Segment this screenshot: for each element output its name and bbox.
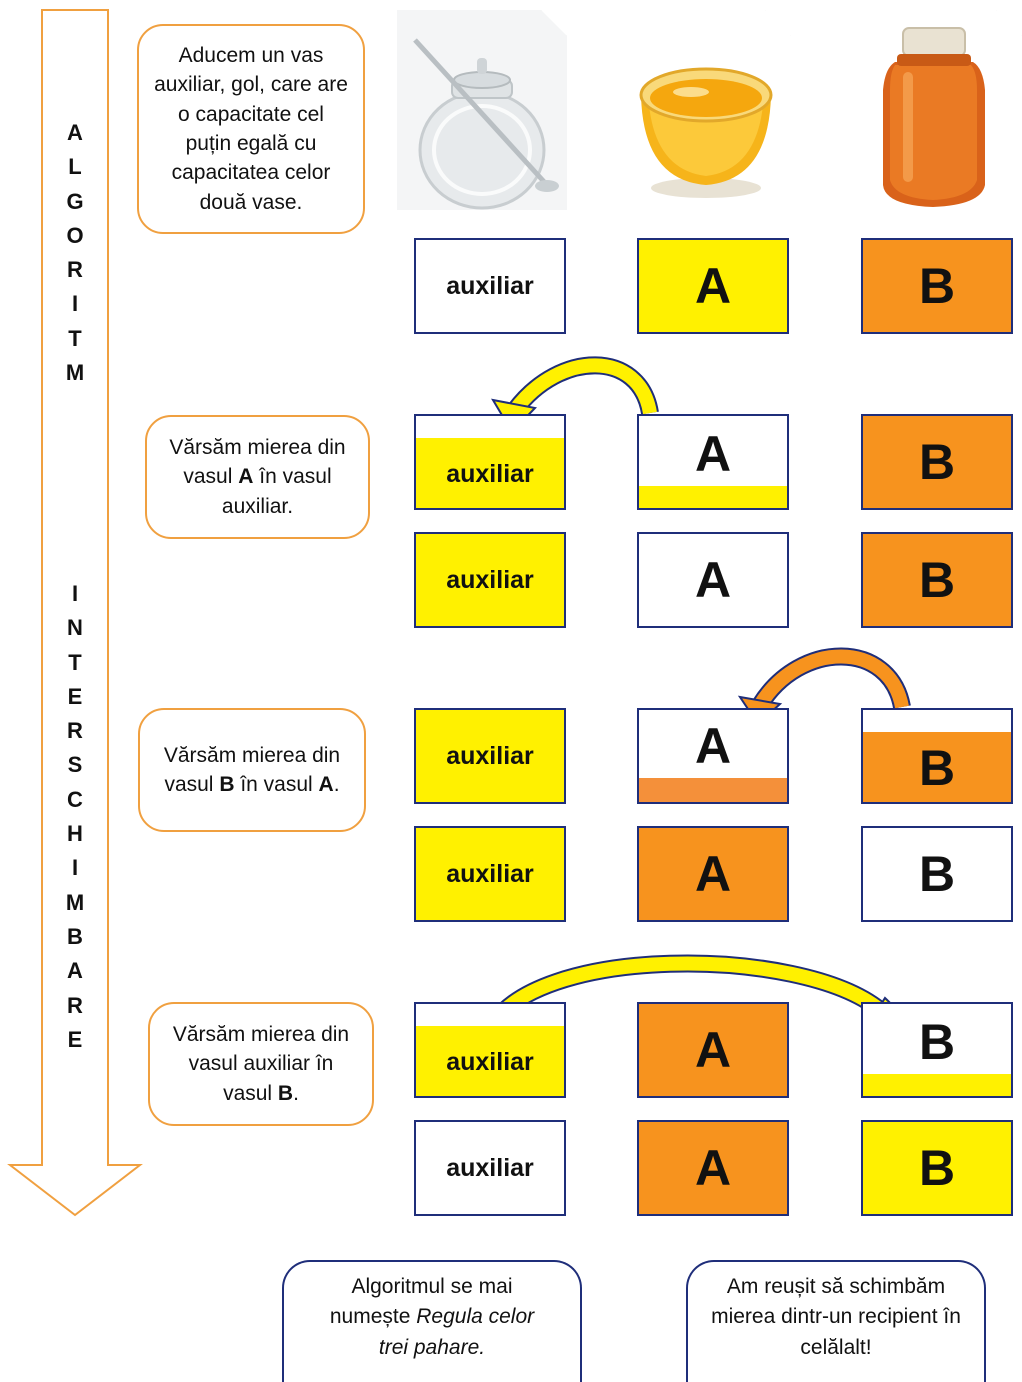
vertical-letter: H (67, 821, 83, 847)
vertical-letter: I (71, 855, 79, 881)
vertical-letter: R (67, 257, 83, 283)
vertical-letter: E (67, 1026, 83, 1052)
footer-note-rule: Algoritmul se mai numește Regula celor t… (282, 1260, 582, 1382)
vessel-b-row2: B (861, 414, 1013, 510)
vessel-aux-label: auxiliar (446, 859, 534, 888)
vessel-a-row1: A (637, 238, 789, 334)
vessel-aux-label: auxiliar (446, 459, 534, 488)
vertical-letter: R (67, 718, 83, 744)
vessel-aux-row6: auxiliar (414, 1002, 566, 1098)
vessel-b-row6: B (861, 1002, 1013, 1098)
vertical-letter: O (66, 222, 84, 248)
vessel-a-label: A (694, 718, 732, 774)
vessel-aux-row7: auxiliar (414, 1120, 566, 1216)
footer-note-success-text: Am reușit să schimbăm mierea dintr-un re… (711, 1275, 961, 1359)
step-bubble-intro: Aducem un vas auxiliar, gol, care are o … (137, 24, 365, 234)
vessel-a-row2: A (637, 414, 789, 510)
vessel-aux-label: auxiliar (446, 271, 534, 300)
vessel-aux-row5: auxiliar (414, 826, 566, 922)
vertical-letter: A (67, 120, 83, 145)
algorithm-down-arrow (7, 9, 143, 1217)
empty-glass-jar-photo (397, 10, 567, 210)
vessel-aux-label: auxiliar (446, 741, 534, 770)
vessel-b-label: B (918, 740, 956, 796)
step-bubble-intro-text: Aducem un vas auxiliar, gol, care are o … (154, 43, 348, 214)
vessel-b-row1: B (861, 238, 1013, 334)
vertical-letter: I (71, 581, 79, 606)
vessel-a-label: A (694, 258, 732, 314)
vertical-letter: R (67, 992, 83, 1018)
vessel-b-label: B (918, 434, 956, 490)
vessel-aux-label: auxiliar (446, 1047, 534, 1076)
vessel-a-row5: A (637, 826, 789, 922)
vertical-letter: S (67, 752, 83, 778)
vessel-a-label: A (694, 552, 732, 608)
vessel-a-label: A (694, 1022, 732, 1078)
vessel-b-row7: B (861, 1120, 1013, 1216)
vessel-aux-row1: auxiliar (414, 238, 566, 334)
step-bubble-3: Vărsăm mierea din vasul auxiliar în vasu… (148, 1002, 374, 1126)
vessel-a-label: A (694, 846, 732, 902)
vessel-aux-label: auxiliar (446, 565, 534, 594)
vessel-b-row3: B (861, 532, 1013, 628)
vertical-letter: M (65, 360, 85, 386)
step-bubble-3-text: Vărsăm mierea din vasul auxiliar în vasu… (172, 1022, 350, 1105)
vessel-aux-label: auxiliar (446, 1153, 534, 1182)
vessel-b-row5: B (861, 826, 1013, 922)
vessel-b-label: B (918, 846, 956, 902)
step-bubble-2-text: Vărsăm mierea din vasul B în vasul A. (163, 743, 341, 796)
vessel-b-label: B (918, 1014, 956, 1070)
vertical-letter: N (67, 615, 83, 641)
honey-bowl-photo (621, 10, 791, 210)
vertical-letter: C (67, 786, 83, 812)
vessel-b-label: B (918, 1140, 956, 1196)
vessel-b-row4: B (861, 708, 1013, 804)
vertical-letter: G (66, 188, 84, 214)
vertical-letter: L (68, 154, 82, 180)
vertical-letter: T (68, 649, 82, 675)
step-bubble-2: Vărsăm mierea din vasul B în vasul A. (138, 708, 366, 832)
vertical-letter: A (67, 958, 83, 984)
vertical-letter: M (65, 889, 85, 915)
vertical-letter: T (68, 325, 82, 351)
vertical-letter: E (67, 683, 83, 709)
vessel-a-label: A (694, 426, 732, 482)
vessel-aux-row3: auxiliar (414, 532, 566, 628)
vessel-aux-row4: auxiliar (414, 708, 566, 804)
footer-note-success: Am reușit să schimbăm mierea dintr-un re… (686, 1260, 986, 1382)
vessel-a-row7: A (637, 1120, 789, 1216)
vertical-letter: B (67, 923, 83, 949)
step-bubble-1-text: Vărsăm mierea din vasul A în vasul auxil… (169, 435, 346, 518)
vessel-a-row3: A (637, 532, 789, 628)
vessel-a-row6: A (637, 1002, 789, 1098)
step-bubble-1: Vărsăm mierea din vasul A în vasul auxil… (145, 415, 370, 539)
footer-note-rule-text: Algoritmul se mai numește Regula celor t… (329, 1275, 535, 1359)
vessel-aux-row2: auxiliar (414, 414, 566, 510)
vessel-b-label: B (918, 552, 956, 608)
vessel-a-row4: A (637, 708, 789, 804)
vertical-letter: I (71, 291, 79, 317)
honey-jar-photo (845, 10, 1022, 210)
vessel-a-label: A (694, 1140, 732, 1196)
vessel-b-label: B (918, 258, 956, 314)
